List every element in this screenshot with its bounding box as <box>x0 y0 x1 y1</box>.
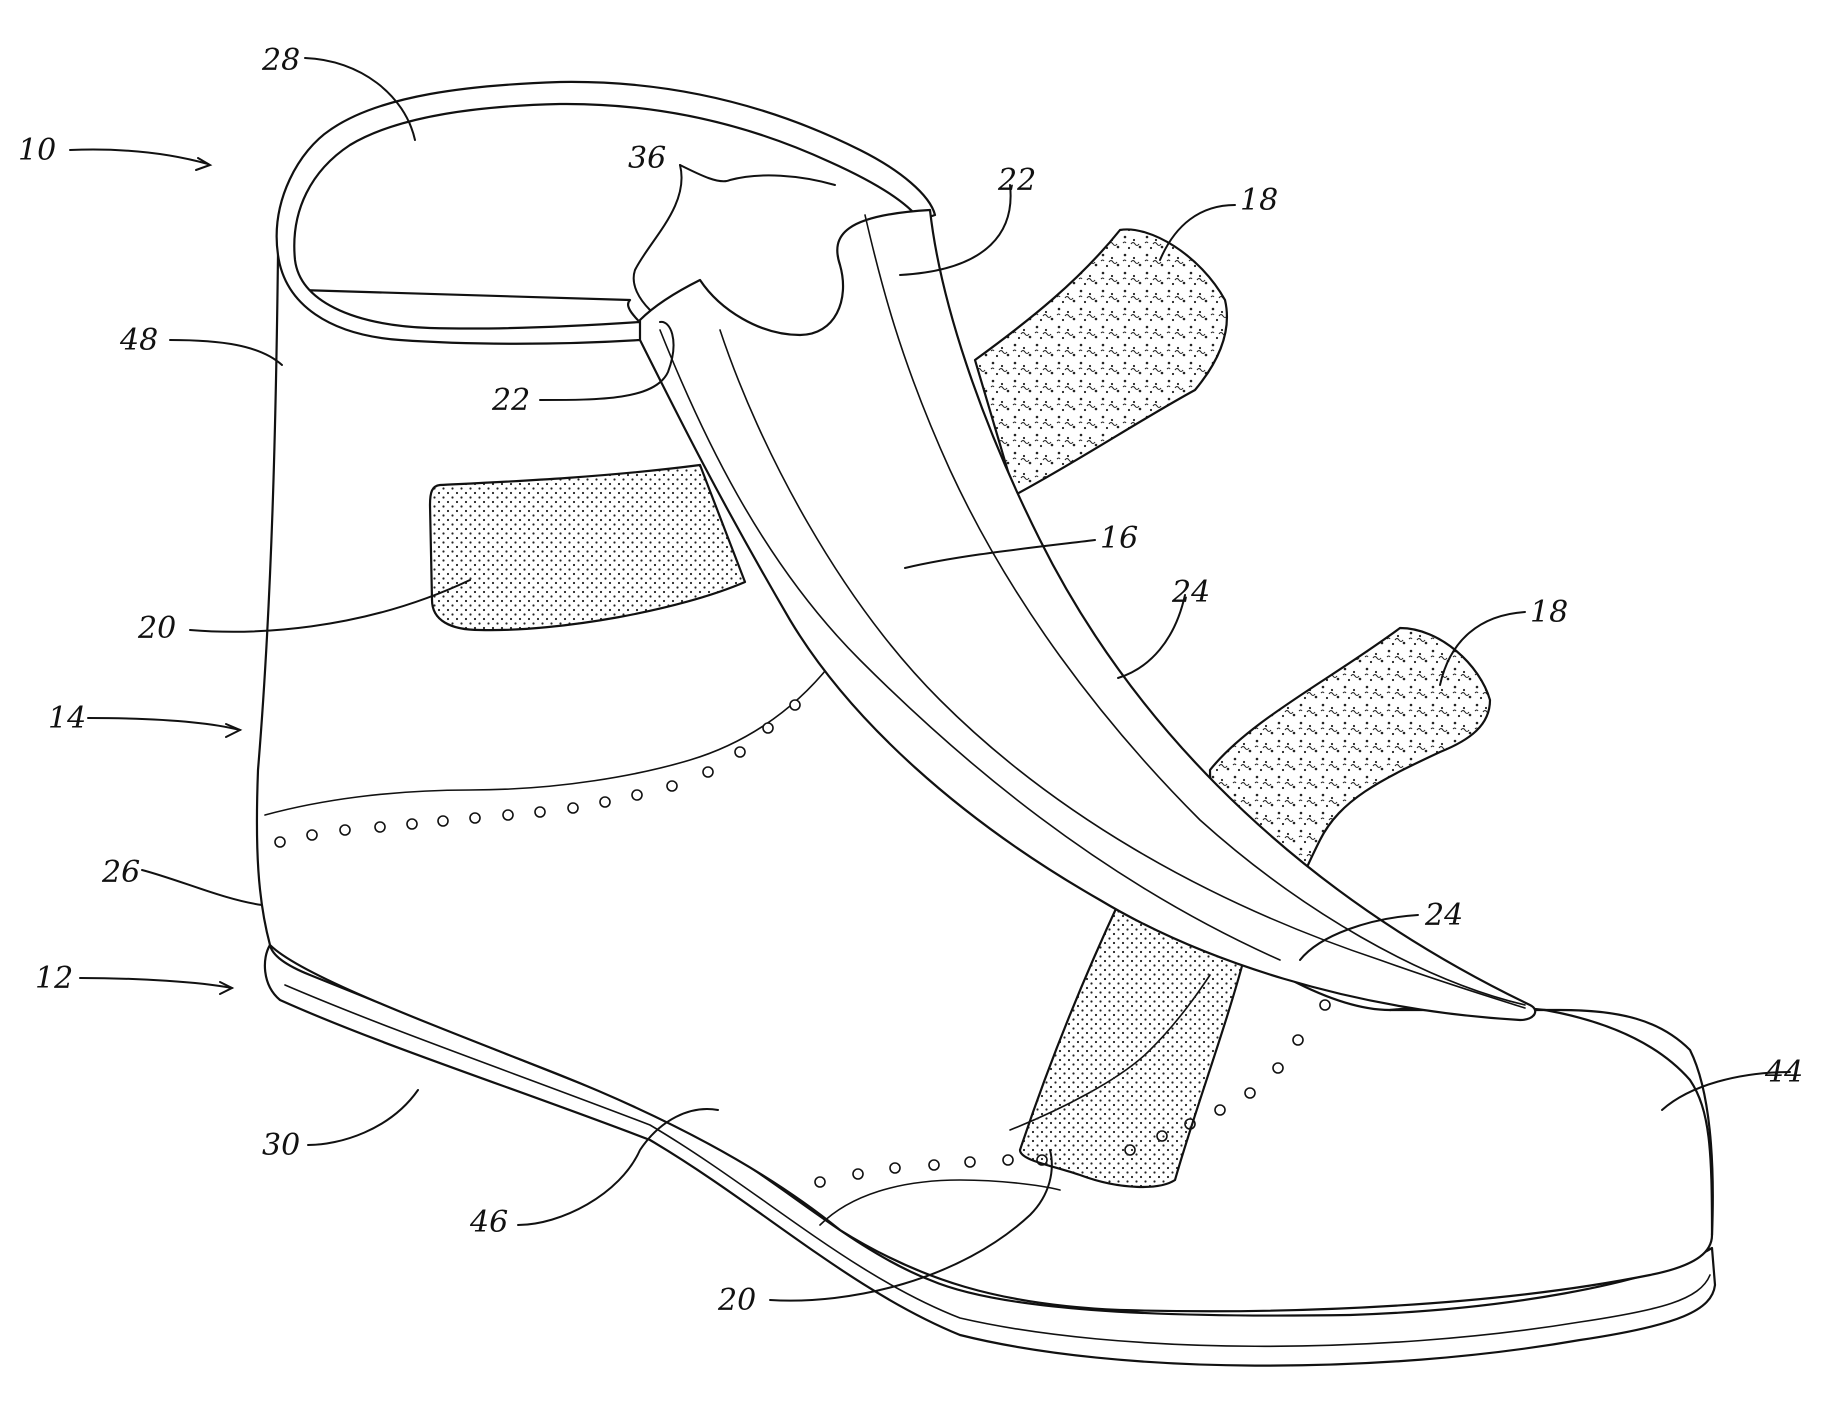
strap-18-upper <box>975 229 1227 495</box>
ref-46: 46 <box>469 1205 508 1240</box>
ref-26: 26 <box>101 855 140 890</box>
ref-30: 30 <box>262 1128 300 1163</box>
ref-44: 44 <box>1764 1055 1803 1090</box>
ref-12: 12 <box>35 961 73 996</box>
ref-28: 28 <box>261 43 300 78</box>
ref-22-upper: 22 <box>997 163 1036 198</box>
ref-18-lower: 18 <box>1530 595 1568 630</box>
ref-20-lower: 20 <box>717 1283 756 1318</box>
ref-36: 36 <box>628 141 666 176</box>
ref-24-upper: 24 <box>1171 575 1210 610</box>
ref-14: 14 <box>48 701 86 736</box>
ref-24-lower: 24 <box>1424 898 1463 933</box>
ref-20-upper: 20 <box>137 611 176 646</box>
ref-18-upper: 18 <box>1240 183 1278 218</box>
ref-10: 10 <box>18 133 56 168</box>
ref-48: 48 <box>119 323 158 358</box>
ref-16: 16 <box>1100 521 1138 556</box>
ref-22-lower: 22 <box>491 383 530 418</box>
